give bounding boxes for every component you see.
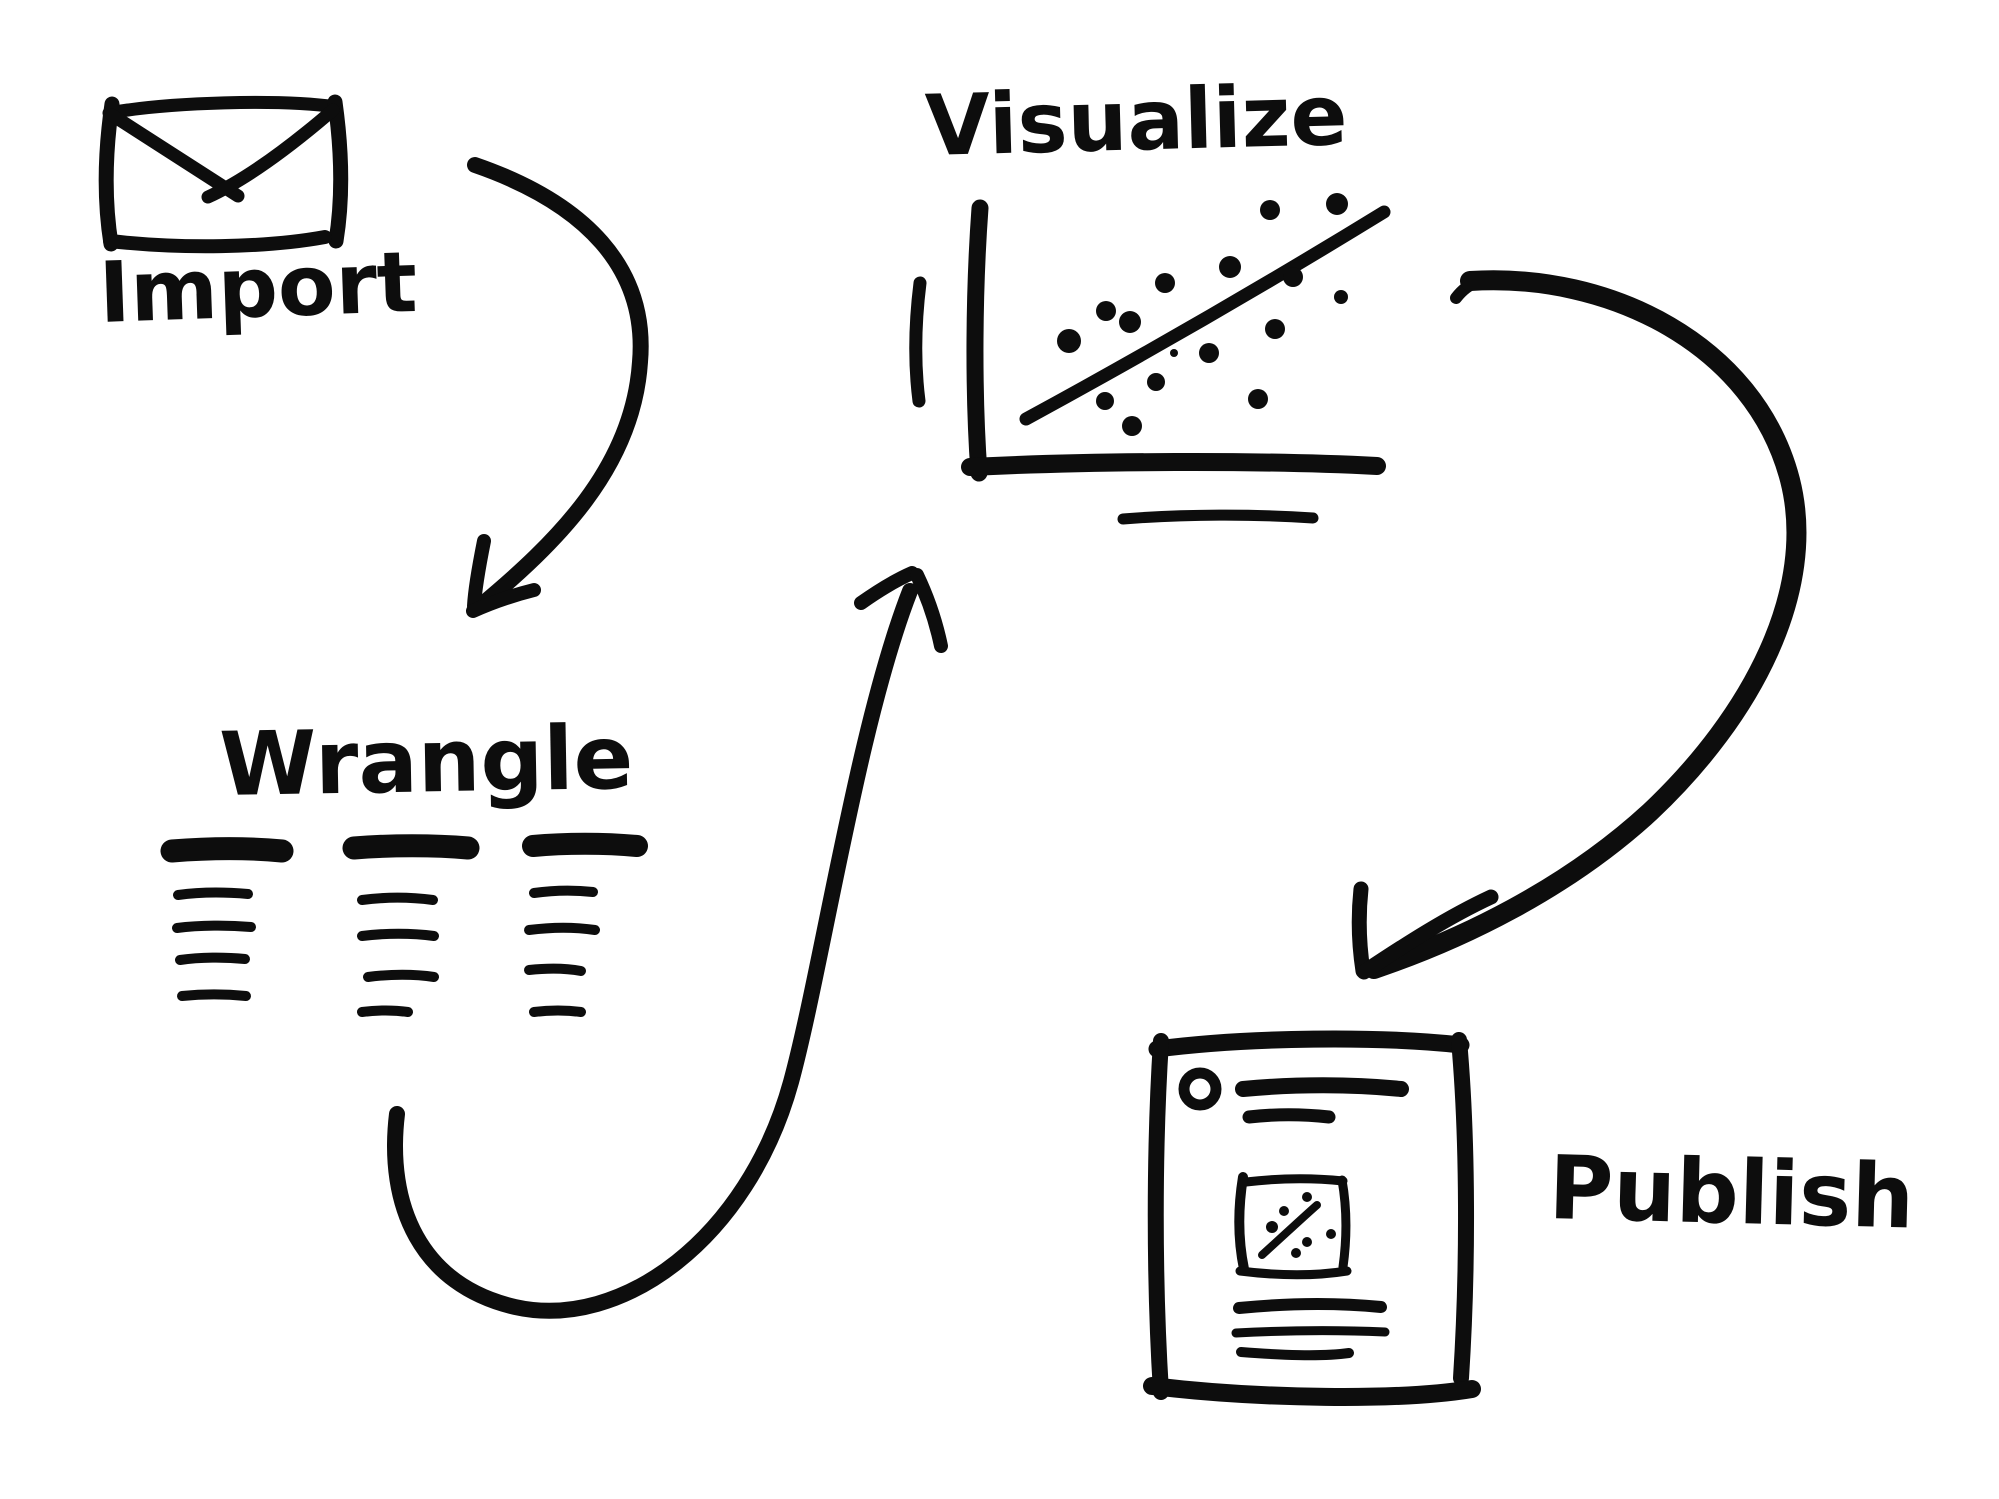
table-column-header bbox=[522, 832, 648, 857]
page-bottom-edge bbox=[1143, 1377, 1481, 1406]
scatter-dot bbox=[1260, 200, 1280, 220]
y-axis-tick bbox=[909, 276, 927, 408]
arrow-stem bbox=[1364, 270, 1807, 979]
publish-node: Publish bbox=[1143, 1030, 1916, 1406]
table-row-line bbox=[529, 1005, 586, 1017]
table-row-line bbox=[529, 885, 598, 898]
publish-label: Publish bbox=[1547, 1136, 1915, 1249]
x-axis-line bbox=[961, 452, 1386, 476]
visualize-label: Visualize bbox=[924, 66, 1349, 175]
arrow-wrangle-to-visualize bbox=[387, 566, 948, 1319]
scatter-dot bbox=[1302, 1237, 1312, 1247]
subtitle-text-line bbox=[1242, 1108, 1336, 1124]
scatter-dots bbox=[1057, 193, 1348, 436]
scatter-dot bbox=[1291, 1248, 1301, 1258]
thumb-left-edge bbox=[1234, 1172, 1249, 1274]
x-axis-underline bbox=[1117, 509, 1319, 525]
arrowhead-barb bbox=[1351, 881, 1371, 979]
envelope-flap-left bbox=[105, 108, 245, 203]
thumb-top-edge bbox=[1241, 1174, 1348, 1187]
scatter-dot bbox=[1248, 389, 1268, 409]
envelope-left-edge bbox=[98, 96, 120, 252]
table-row-line bbox=[357, 1005, 413, 1017]
table-row-line bbox=[177, 989, 251, 1001]
scatter-dot bbox=[1057, 329, 1081, 353]
scatter-plot-icon bbox=[909, 193, 1391, 525]
title-text-line bbox=[1235, 1077, 1409, 1097]
data-table-icon bbox=[160, 832, 648, 1017]
table-row-line bbox=[524, 963, 586, 976]
table-row-line bbox=[172, 920, 256, 933]
scatter-dot bbox=[1302, 1192, 1312, 1202]
table-column-header bbox=[160, 837, 294, 863]
scatter-dot bbox=[1096, 301, 1116, 321]
scatter-dot bbox=[1334, 290, 1348, 304]
scatter-dot bbox=[1122, 416, 1142, 436]
avatar-circle-icon bbox=[1178, 1067, 1222, 1111]
thumb-right-edge bbox=[1337, 1175, 1351, 1272]
trend-line bbox=[1019, 205, 1391, 426]
scatter-dot bbox=[1219, 256, 1241, 278]
envelope-icon bbox=[98, 94, 349, 254]
table-row-line bbox=[175, 952, 250, 965]
arrow-stem bbox=[467, 157, 649, 615]
scatter-dot bbox=[1326, 1229, 1336, 1239]
envelope-right-edge bbox=[327, 94, 349, 249]
envelope-top-edge bbox=[102, 95, 343, 120]
arrowhead-barb bbox=[466, 583, 541, 618]
table-row-line bbox=[363, 969, 439, 982]
body-text-line bbox=[1236, 1347, 1354, 1361]
table-row-line bbox=[357, 892, 438, 905]
wrangle-label: Wrangle bbox=[219, 706, 635, 816]
document-page-icon bbox=[1143, 1030, 1481, 1406]
table-row-line bbox=[173, 887, 253, 900]
import-label: Import bbox=[97, 233, 418, 342]
wrangle-node: Wrangle bbox=[160, 706, 648, 1017]
embedded-chart-thumbnail bbox=[1234, 1172, 1352, 1280]
thumb-scatter-dots bbox=[1266, 1192, 1336, 1258]
scatter-dot bbox=[1199, 343, 1219, 363]
thumb-trend-line bbox=[1258, 1201, 1321, 1259]
scatter-dot bbox=[1155, 273, 1175, 293]
scatter-dot bbox=[1265, 319, 1285, 339]
visualize-node: Visualize bbox=[909, 66, 1391, 525]
page-left-edge bbox=[1147, 1033, 1169, 1400]
arrow-import-to-wrangle bbox=[466, 157, 649, 618]
arrowhead-barb bbox=[467, 534, 491, 613]
scatter-dot bbox=[1170, 349, 1178, 357]
import-node: Import bbox=[97, 94, 419, 342]
arrowhead-barb bbox=[910, 568, 948, 653]
body-text-line bbox=[1233, 1298, 1387, 1314]
page-top-edge bbox=[1148, 1030, 1470, 1058]
scatter-dot bbox=[1147, 373, 1165, 391]
scatter-dot bbox=[1279, 1206, 1289, 1216]
scatter-dot bbox=[1326, 193, 1348, 215]
scatter-dot bbox=[1266, 1221, 1278, 1233]
table-row-line bbox=[357, 928, 439, 941]
scatter-dot bbox=[1096, 392, 1114, 410]
table-row-line bbox=[524, 922, 600, 935]
scatter-dot bbox=[1119, 311, 1141, 333]
arrow-stem bbox=[387, 583, 918, 1319]
arrow-visualize-to-publish bbox=[1351, 270, 1807, 980]
scatter-dot bbox=[1283, 267, 1303, 287]
y-axis-line bbox=[966, 199, 989, 482]
page-right-edge bbox=[1451, 1032, 1475, 1386]
envelope-flap-right bbox=[201, 103, 340, 204]
thumb-bottom-edge bbox=[1235, 1266, 1352, 1280]
arrowhead-barb bbox=[1356, 889, 1499, 980]
arrowhead-barb bbox=[854, 566, 919, 610]
body-text-line bbox=[1231, 1326, 1390, 1338]
table-column-header bbox=[342, 834, 480, 860]
envelope-bottom-edge bbox=[103, 230, 332, 254]
